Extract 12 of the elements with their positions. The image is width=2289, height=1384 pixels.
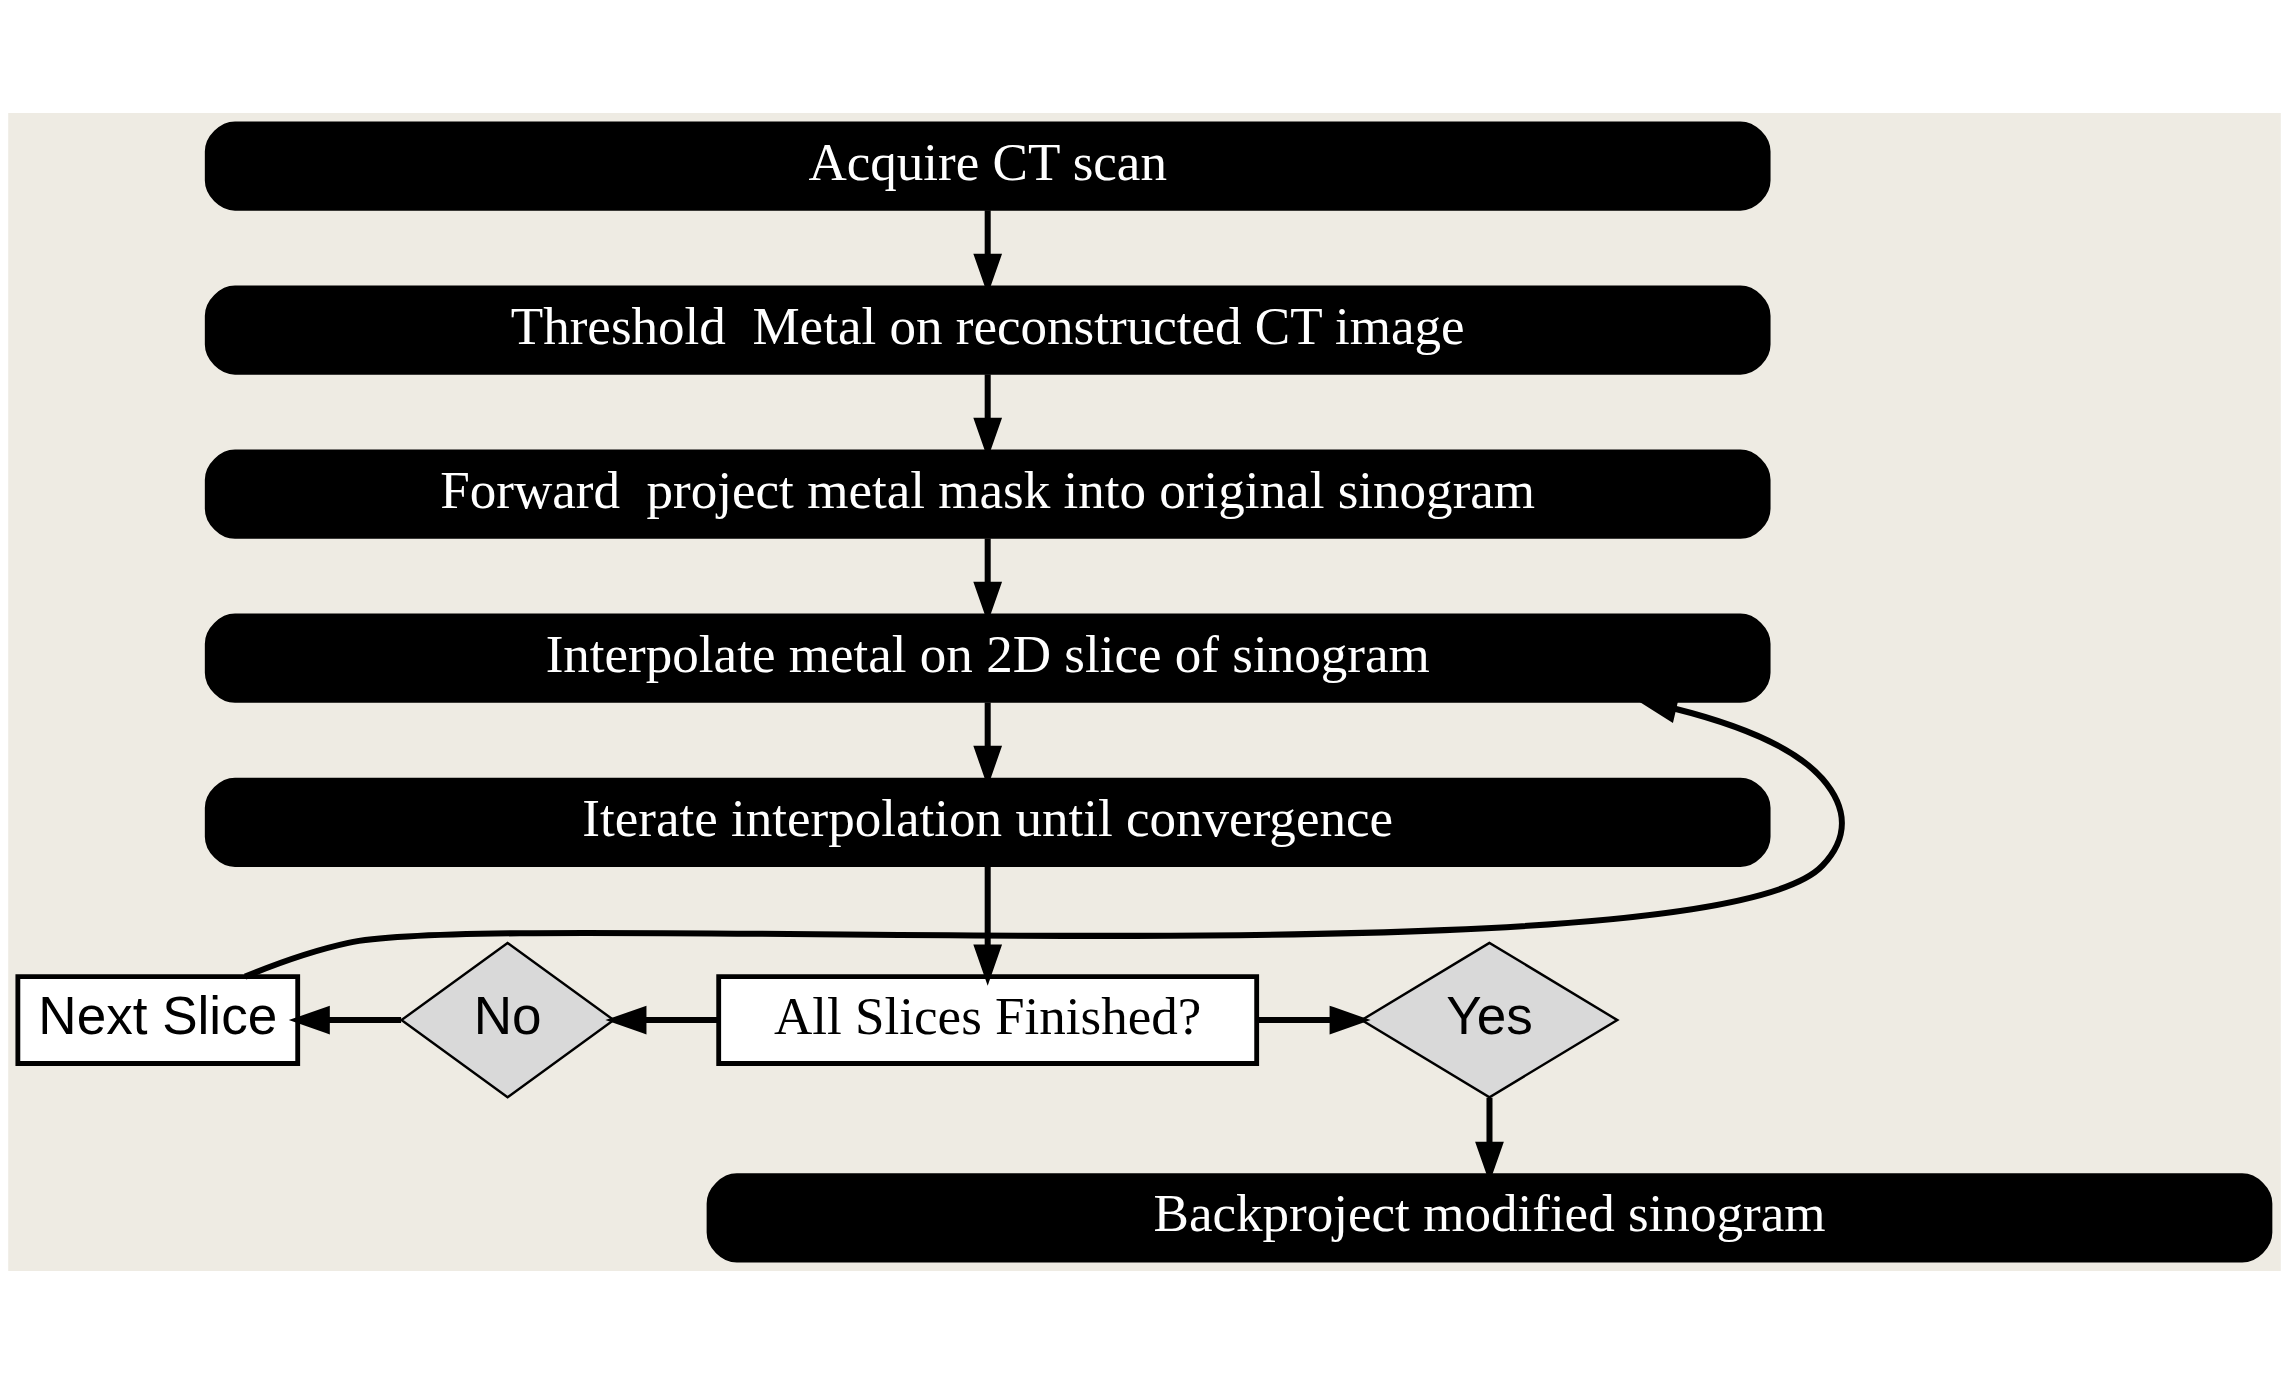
node-box: Threshold Metal on reconstructed CT image <box>204 285 1771 375</box>
node-box: Next Slice <box>15 974 301 1066</box>
node-box: Iterate interpolation until convergence <box>204 777 1771 867</box>
node-box: All Slices Finished? <box>716 974 1260 1066</box>
arrow <box>973 866 1003 986</box>
arrow <box>1257 1005 1371 1035</box>
node-box: Forward project metal mask into original sinogram <box>204 449 1771 539</box>
node-box: Interpolate metal on 2D slice of sinogram <box>204 613 1771 703</box>
arrow <box>605 1005 718 1035</box>
arrow <box>288 1005 402 1035</box>
node-box: Acquire CT scan <box>204 121 1771 211</box>
node-box: Backproject modified sinogram <box>706 1173 2273 1263</box>
